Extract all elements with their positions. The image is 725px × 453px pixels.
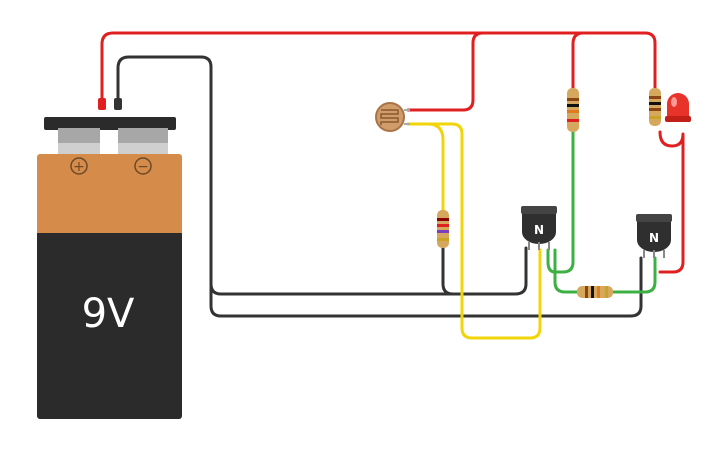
resistor-1-band-2 [437,224,449,227]
wire-green-resistor-base-2[interactable] [610,256,657,294]
battery-clip-positive[interactable] [98,98,106,110]
battery-body-join [37,233,182,239]
wire-yellow-ldr-base[interactable] [406,122,445,212]
negative-sign: − [137,159,149,175]
photoresistor[interactable] [375,102,410,132]
wire-red-led-return[interactable] [658,130,685,274]
wire-black-emitter-2[interactable] [209,256,643,318]
battery-cap [44,117,176,130]
resistor-1-band-1 [437,218,449,221]
resistor-4-band-1 [585,286,588,298]
transistor-1-top [521,206,557,214]
resistor-2-band-2 [567,104,579,107]
resistor-4-band-4 [605,286,608,298]
wire-green-base-2[interactable] [553,248,579,294]
battery-clip-negative[interactable] [114,98,122,110]
wire-red-resistor-top[interactable] [571,31,585,90]
resistor-2[interactable] [567,88,579,132]
transistor-npn-2[interactable]: N [636,214,672,258]
resistor-4-band-3 [597,286,600,298]
wire-yellow-base-loop[interactable] [418,122,542,340]
resistor-3-band-3 [649,108,661,111]
battery-voltage-label: 9V [82,291,135,337]
resistor-2-band-1 [567,98,579,101]
transistor-2-top [636,214,672,222]
wire-black-battery-negative[interactable] [116,55,528,296]
wire-green-collector-1[interactable] [546,130,575,274]
resistor-3[interactable] [649,88,661,126]
led-dome [667,93,689,118]
transistor-1-body [522,212,556,244]
resistor-3-body [649,88,661,126]
transistor-2-label: N [649,231,659,245]
resistor-4[interactable] [577,286,613,298]
resistor-1-band-4 [437,238,449,241]
battery-9v[interactable]: + − 9V [37,98,182,419]
positive-symbol-ring [70,157,88,175]
wire-red-battery-positive[interactable] [100,31,657,106]
ldr-track [380,109,399,125]
ldr-body [375,102,405,132]
positive-sign: + [73,159,85,175]
wire-black-resistor-ldr[interactable] [441,246,472,296]
wire-red-ldr[interactable] [406,31,485,112]
transistor-2-body [637,220,671,252]
negative-symbol-ring [134,157,152,175]
led-rim [665,116,691,122]
battery-body [37,233,182,419]
resistor-1-band-3 [437,230,449,233]
resistor-3-band-4 [649,116,661,119]
resistor-3-band-2 [649,102,661,105]
resistor-4-band-2 [591,286,594,298]
resistor-3-band-1 [649,96,661,99]
transistor-1-label: N [534,223,544,237]
led-highlight [671,97,677,107]
resistor-1[interactable] [437,210,449,248]
terminal-shade-negative [118,143,168,154]
transistor-npn-1[interactable]: N [521,206,557,250]
resistor-2-band-4 [567,119,579,122]
led-red[interactable] [665,93,691,122]
terminal-shade-positive [58,143,100,154]
battery-top-band [37,154,182,235]
resistor-1-body [437,210,449,248]
resistor-2-band-3 [567,110,579,113]
